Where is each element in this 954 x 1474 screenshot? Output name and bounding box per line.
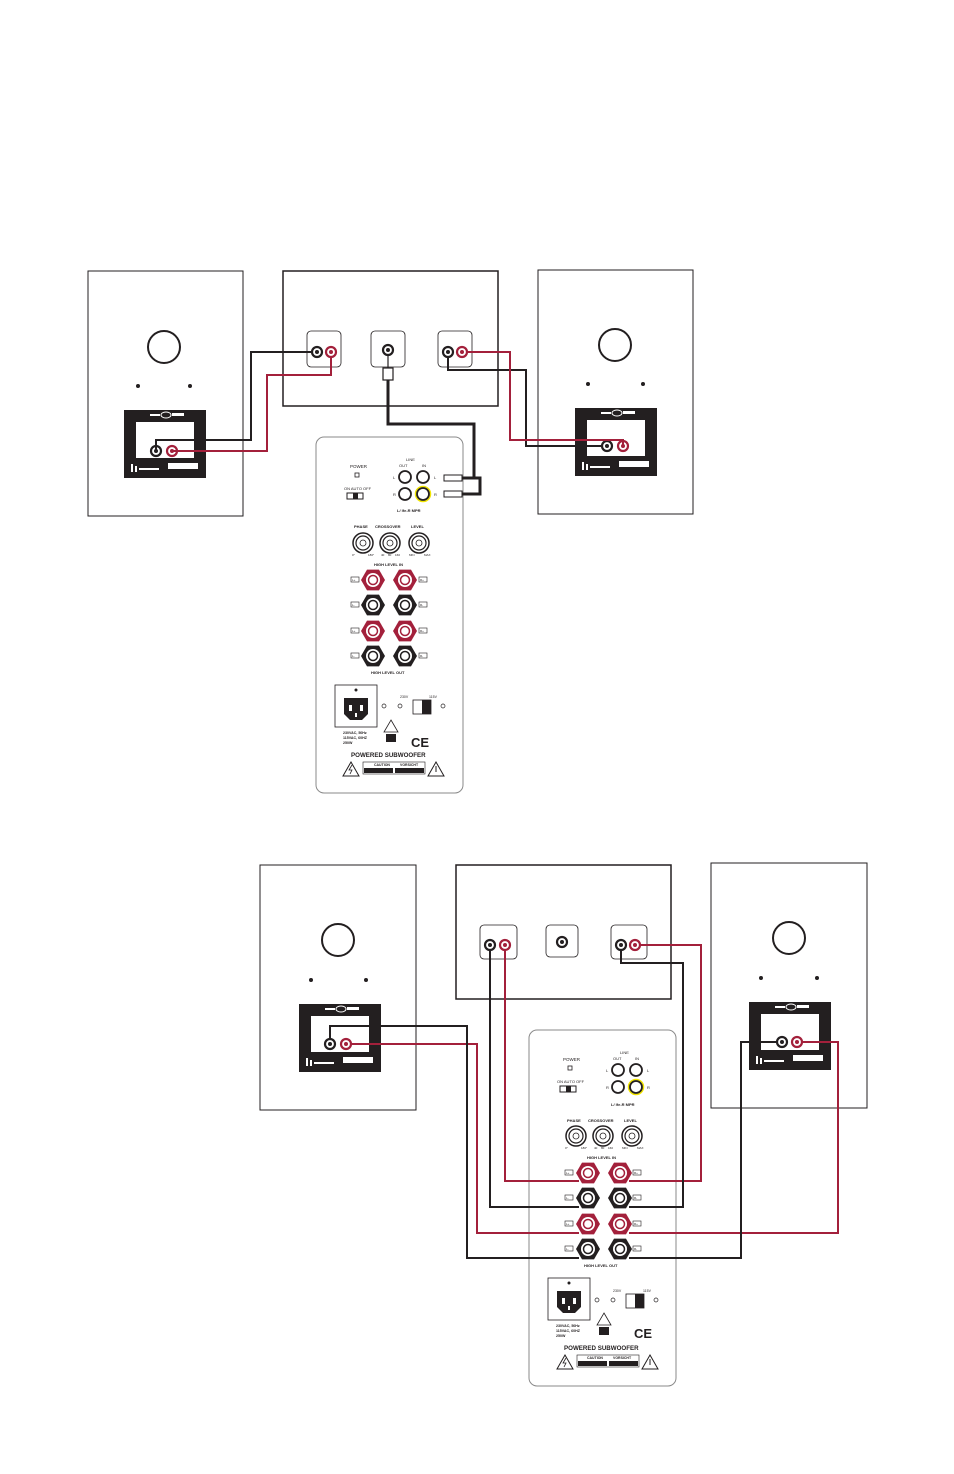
ce-mark-icon: CE bbox=[634, 1326, 652, 1341]
svg-text:ON AUTO OFF: ON AUTO OFF bbox=[557, 1079, 585, 1084]
svg-text:MAX: MAX bbox=[424, 553, 431, 557]
svg-text:R-: R- bbox=[420, 603, 423, 607]
svg-text:L-: L- bbox=[352, 603, 355, 607]
svg-text:R+: R+ bbox=[634, 1222, 638, 1226]
svg-text:160: 160 bbox=[608, 1146, 613, 1150]
svg-text:R+: R+ bbox=[420, 629, 424, 633]
svg-text:L/ lfe-R MPR: L/ lfe-R MPR bbox=[397, 508, 421, 513]
speaker-left-1 bbox=[87, 270, 244, 517]
svg-text:L+: L+ bbox=[566, 1222, 570, 1226]
power-inlet-icon bbox=[334, 684, 378, 728]
power-inlet-icon bbox=[547, 1277, 591, 1321]
warning-triangle-icon bbox=[556, 1353, 574, 1370]
svg-text:L-: L- bbox=[352, 654, 355, 658]
svg-text:L+: L+ bbox=[352, 578, 356, 582]
svg-text:L+: L+ bbox=[352, 629, 356, 633]
svg-text:MIN: MIN bbox=[409, 553, 415, 557]
svg-text:115VAC, 60HZ: 115VAC, 60HZ bbox=[343, 736, 368, 740]
svg-text:POWER: POWER bbox=[563, 1057, 581, 1062]
svg-text:POWERED SUBWOOFER: POWERED SUBWOOFER bbox=[564, 1345, 639, 1352]
svg-text:115VAC, 60HZ: 115VAC, 60HZ bbox=[556, 1329, 581, 1333]
svg-text:MAX: MAX bbox=[637, 1146, 644, 1150]
svg-text:LINE: LINE bbox=[620, 1050, 629, 1055]
subwoofer-panel-1: POWER ON AUTO OFF LINE OUT IN L R L R L/… bbox=[315, 436, 464, 794]
svg-text:IN: IN bbox=[422, 463, 426, 468]
svg-text:115V: 115V bbox=[429, 695, 438, 699]
svg-text:230V: 230V bbox=[400, 695, 409, 699]
svg-text:IN: IN bbox=[635, 1056, 639, 1061]
svg-text:115V: 115V bbox=[643, 1289, 652, 1293]
wires-diagram-1 bbox=[155, 351, 624, 498]
svg-text:PHASE: PHASE bbox=[354, 524, 368, 529]
svg-text:L/ lfe-R MPR: L/ lfe-R MPR bbox=[611, 1102, 635, 1107]
svg-text:250W: 250W bbox=[556, 1334, 566, 1338]
svg-text:R+: R+ bbox=[420, 578, 424, 582]
svg-text:R-: R- bbox=[634, 1196, 637, 1200]
svg-text:L: L bbox=[647, 1068, 650, 1073]
svg-text:POWERED SUBWOOFER: POWERED SUBWOOFER bbox=[351, 752, 426, 759]
svg-text:CROSSOVER: CROSSOVER bbox=[375, 524, 401, 529]
svg-text:L: L bbox=[393, 475, 396, 480]
svg-text:160: 160 bbox=[395, 553, 400, 557]
svg-text:230V: 230V bbox=[613, 1289, 622, 1293]
svg-text:LEVEL: LEVEL bbox=[624, 1118, 637, 1123]
amplifier-2 bbox=[455, 864, 672, 1000]
svg-text:80: 80 bbox=[601, 1146, 605, 1150]
speaker-tweeter-icon bbox=[147, 330, 181, 364]
amplifier-1 bbox=[282, 270, 499, 407]
svg-text:180°: 180° bbox=[368, 553, 375, 557]
svg-text:R: R bbox=[647, 1085, 650, 1090]
wires-diagram-2 bbox=[329, 944, 839, 1259]
svg-text:250W: 250W bbox=[343, 741, 353, 745]
svg-text:CROSSOVER: CROSSOVER bbox=[588, 1118, 614, 1123]
svg-text:R-: R- bbox=[634, 1247, 637, 1251]
svg-text:0°: 0° bbox=[565, 1146, 569, 1150]
svg-text:L-: L- bbox=[566, 1247, 569, 1251]
svg-text:L-: L- bbox=[566, 1196, 569, 1200]
svg-text:ON AUTO OFF: ON AUTO OFF bbox=[344, 486, 372, 491]
svg-text:L: L bbox=[434, 475, 437, 480]
svg-text:HIGH LEVEL IN: HIGH LEVEL IN bbox=[587, 1155, 616, 1160]
svg-text:L: L bbox=[606, 1068, 609, 1073]
svg-text:OUT: OUT bbox=[399, 463, 408, 468]
svg-text:OUT: OUT bbox=[613, 1056, 622, 1061]
svg-text:0°: 0° bbox=[352, 553, 356, 557]
subwoofer-panel-2: POWER ON AUTO OFF LINE OUT IN L R L R L/… bbox=[528, 1029, 677, 1387]
speaker-tweeter-icon bbox=[598, 328, 632, 362]
svg-text:VORSICHT: VORSICHT bbox=[613, 1356, 632, 1360]
svg-text:L+: L+ bbox=[566, 1171, 570, 1175]
svg-text:CAUTION: CAUTION bbox=[587, 1356, 603, 1360]
svg-text:230VAC, 50Hz: 230VAC, 50Hz bbox=[556, 1324, 580, 1328]
svg-text:PHASE: PHASE bbox=[567, 1118, 581, 1123]
warning-triangle-icon bbox=[342, 760, 360, 777]
speaker-left-2 bbox=[259, 864, 417, 1111]
svg-text:POWER: POWER bbox=[350, 464, 368, 469]
svg-text:R: R bbox=[434, 492, 437, 497]
svg-text:CAUTION: CAUTION bbox=[374, 763, 390, 767]
svg-text:40: 40 bbox=[594, 1146, 598, 1150]
speaker-tweeter-icon bbox=[321, 923, 355, 957]
ce-mark-icon: CE bbox=[411, 735, 429, 750]
speaker-right-1 bbox=[537, 269, 694, 515]
svg-text:R+: R+ bbox=[634, 1171, 638, 1175]
svg-text:LINE: LINE bbox=[406, 457, 415, 462]
speaker-tweeter-icon bbox=[772, 921, 806, 955]
svg-text:LEVEL: LEVEL bbox=[411, 524, 424, 529]
svg-text:230VAC, 50Hz: 230VAC, 50Hz bbox=[343, 731, 367, 735]
svg-text:40: 40 bbox=[381, 553, 385, 557]
svg-text:VORSICHT: VORSICHT bbox=[400, 763, 419, 767]
svg-text:180°: 180° bbox=[581, 1146, 588, 1150]
svg-text:MIN: MIN bbox=[622, 1146, 628, 1150]
svg-text:R: R bbox=[393, 492, 396, 497]
svg-text:R-: R- bbox=[420, 654, 423, 658]
svg-text:R: R bbox=[606, 1085, 609, 1090]
svg-text:HIGH LEVEL IN: HIGH LEVEL IN bbox=[374, 562, 403, 567]
speaker-right-2 bbox=[710, 862, 868, 1109]
svg-text:HIGH LEVEL OUT: HIGH LEVEL OUT bbox=[371, 670, 405, 675]
svg-text:HIGH LEVEL OUT: HIGH LEVEL OUT bbox=[584, 1263, 618, 1268]
svg-text:80: 80 bbox=[388, 553, 392, 557]
